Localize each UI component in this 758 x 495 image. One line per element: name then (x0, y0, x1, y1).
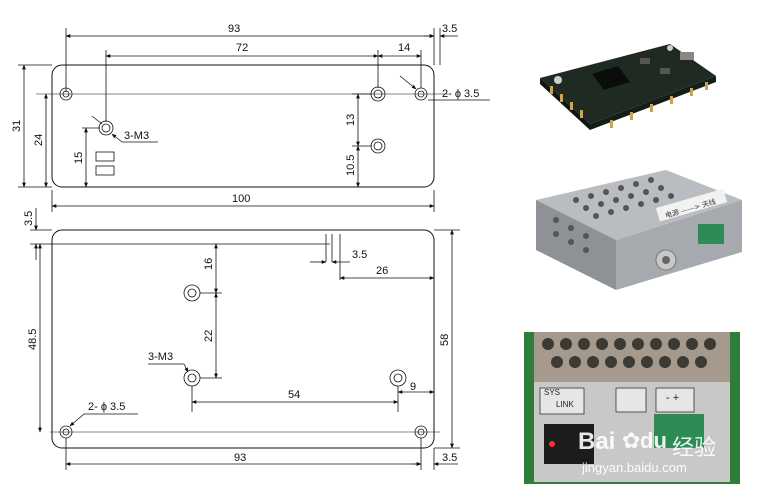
pcb-board-photo (520, 28, 720, 132)
dim-hole-span-bottom: 54 (288, 389, 300, 401)
watermark-paw-icon: ✿ (622, 428, 641, 453)
bottom-thread-hole-2 (183, 369, 201, 387)
dim-right-small: 9 (410, 381, 416, 393)
watermark-url: jingyan.baidu.com (582, 460, 687, 475)
dim-height-total-bottom: 58 (439, 334, 451, 346)
dim-right-offset: 14 (398, 42, 410, 54)
dim-height-holes: 24 (33, 134, 45, 146)
case-detail-photo: SYS LINK - + Bai ✿ du 经验 jingyan.baidu.c… (524, 332, 740, 484)
dim-thread-label-bottom: 3-M3 (148, 351, 173, 363)
top-plate-outline (51, 64, 435, 188)
dim-overall-holes: 93 (228, 23, 240, 35)
dim-bottom-span: 93 (234, 452, 246, 464)
dim-right-dist: 26 (376, 265, 388, 277)
dim-bottom-edge: 3.5 (442, 452, 457, 464)
sys-label: SYS (544, 388, 561, 397)
link-label: LINK (556, 400, 574, 409)
dim-height-total: 31 (11, 120, 23, 132)
dim-hole-gap: 13 (345, 114, 357, 126)
dim-hole-dx: 3.5 (352, 249, 367, 261)
metal-case-photo: 电源 ——> 天线 (516, 160, 746, 295)
dim-hole-span: 72 (236, 42, 248, 54)
terminal-polarity: - + (666, 392, 680, 404)
dim-edge-top: 3.5 (23, 211, 35, 226)
technical-drawing: 93 72 14 3.5 2- ϕ 3.5 3-M3 31 24 15 13 1… (11, 23, 490, 470)
dim-edge-offset: 3.5 (442, 23, 457, 35)
led-slot-1 (95, 151, 115, 162)
dim-hole-diameter: 2- ϕ 3.5 (442, 88, 479, 100)
watermark-cn: 经验 (672, 436, 717, 461)
dim-top-gap: 16 (203, 258, 215, 270)
watermark-du: du (640, 428, 667, 453)
dim-hole-diameter-bottom: 2- ϕ 3.5 (88, 401, 125, 413)
dim-hole-low: 10.5 (345, 155, 357, 176)
dim-thread-height: 15 (73, 152, 85, 164)
top-thread-hole-2 (370, 138, 386, 154)
bottom-thread-hole-3 (389, 369, 407, 387)
dim-height-inner: 48.5 (27, 329, 39, 350)
led-slot-2 (95, 165, 115, 176)
dim-mid-gap: 22 (203, 330, 215, 342)
dim-thread-label: 3-M3 (124, 130, 149, 142)
bottom-plate-outline (51, 229, 435, 449)
watermark-brand: Bai (578, 428, 616, 455)
bottom-thread-hole-1 (183, 284, 201, 302)
dim-width-total: 100 (232, 193, 250, 205)
